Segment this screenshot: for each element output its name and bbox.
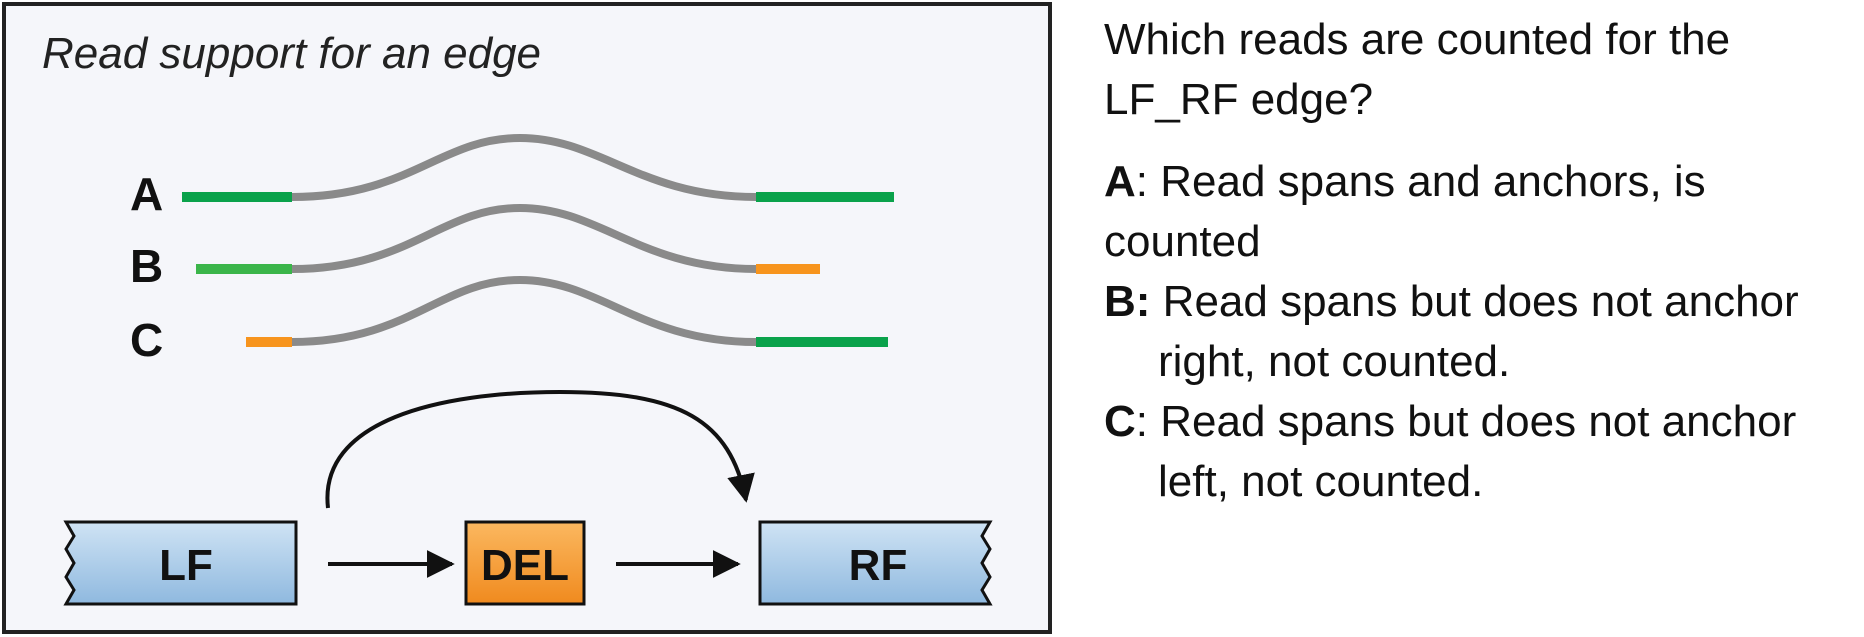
read-label-c: C bbox=[130, 314, 163, 366]
answer-b-line2: right, not counted. bbox=[1158, 337, 1511, 386]
answer-b-line1: Read spans but does not anchor bbox=[1150, 277, 1799, 326]
node-lf-box bbox=[63, 520, 298, 606]
answer-c: C: Read spans but does not anchor left, … bbox=[1104, 392, 1864, 512]
read-a-spanning-segment bbox=[291, 133, 757, 201]
node-del-box bbox=[464, 520, 586, 606]
node-lf: LF bbox=[63, 520, 298, 606]
answer-c-line2: left, not counted. bbox=[1158, 457, 1484, 506]
node-del: DEL bbox=[464, 520, 586, 606]
node-rf: RF bbox=[758, 520, 993, 606]
node-rf-label: RF bbox=[849, 541, 908, 590]
answer-a-sep: : bbox=[1135, 157, 1149, 206]
answer-c-sep: : bbox=[1135, 397, 1149, 446]
answer-a: A: Read spans and anchors, is counted bbox=[1104, 152, 1864, 272]
diagram-title: Read support for an edge bbox=[42, 29, 541, 78]
answer-c-line1: Read spans but does not anchor bbox=[1148, 397, 1797, 446]
answer-c-key: C bbox=[1104, 397, 1136, 446]
read-b: B bbox=[130, 203, 820, 292]
node-del-label: DEL bbox=[481, 541, 569, 590]
question-text: Which reads are counted for the LF_RF ed… bbox=[1104, 15, 1731, 124]
answer-b-key: B: bbox=[1104, 277, 1151, 326]
question-panel: Which reads are counted for the LF_RF ed… bbox=[1104, 10, 1864, 512]
read-label-b: B bbox=[130, 240, 163, 292]
read-b-spanning-segment bbox=[291, 203, 757, 273]
answer-b: B: Read spans but does not anchor right,… bbox=[1104, 272, 1864, 392]
node-lf-label: LF bbox=[159, 541, 213, 590]
answer-a-key: A bbox=[1104, 157, 1136, 206]
read-c-spanning-segment bbox=[291, 275, 757, 346]
read-label-a: A bbox=[130, 168, 163, 220]
edge-lf-rf-arrow bbox=[325, 389, 755, 509]
node-rf-box bbox=[758, 520, 993, 606]
answer-a-line1: Read spans and anchors, is counted bbox=[1104, 157, 1706, 266]
read-c: C bbox=[130, 275, 888, 366]
read-a: A bbox=[130, 133, 894, 220]
